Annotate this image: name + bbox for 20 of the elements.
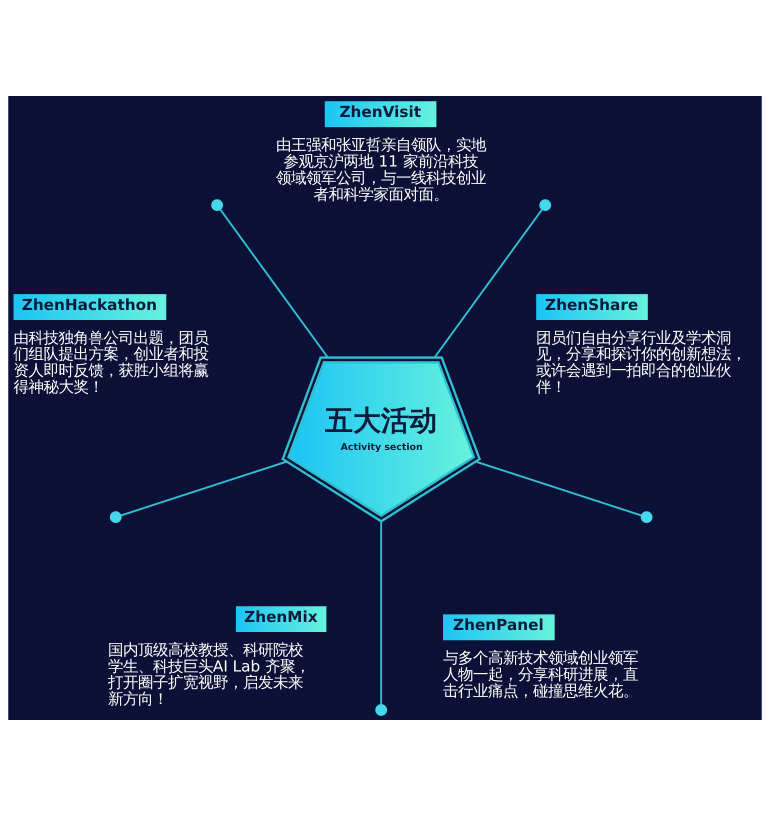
node-box: ZhenShare <box>536 294 648 320</box>
connector <box>476 460 642 516</box>
node-label: 与多个高新技术领域创业领军人物一起，分享科研进展，直击行业痛点，碰撞思维火花。 <box>443 649 638 700</box>
node-box: ZhenHackathon <box>14 294 166 320</box>
node-circle <box>640 511 652 524</box>
connector <box>434 208 543 358</box>
node-circle <box>110 511 122 524</box>
node-label: 团员们自由分享行业及学术洞见，分享和探讨你的创新想法，或许会遇到一拍即合的创业伙伴！ <box>536 328 746 396</box>
node-circle <box>211 199 223 211</box>
node-box: ZhenPanel <box>443 614 555 640</box>
connector <box>220 208 328 358</box>
node-label: 由王强和张亚哲亲自领队，实地参观京沪两地 11 家前沿科技领域领军公司，与一线科技创业者和科学家面对面。 <box>276 136 486 204</box>
node-box: ZhenMix <box>236 606 326 632</box>
node-circle <box>375 704 388 716</box>
connector <box>380 521 382 705</box>
node-label: 国内顶级高校教授、科研院校学生、科技巨头AI Lab 齐聚，打开圈子扩宽视野，启发未来新方向！ <box>108 640 310 708</box>
node-label: 由科技独角兽公司出题，团员们组队提出方案，创业者和投资人即时反馈，获胜小组将赢得神秘大奖！ <box>14 328 209 396</box>
node-circle <box>539 199 552 211</box>
connector <box>120 460 287 516</box>
node-box: ZhenVisit <box>324 101 436 128</box>
